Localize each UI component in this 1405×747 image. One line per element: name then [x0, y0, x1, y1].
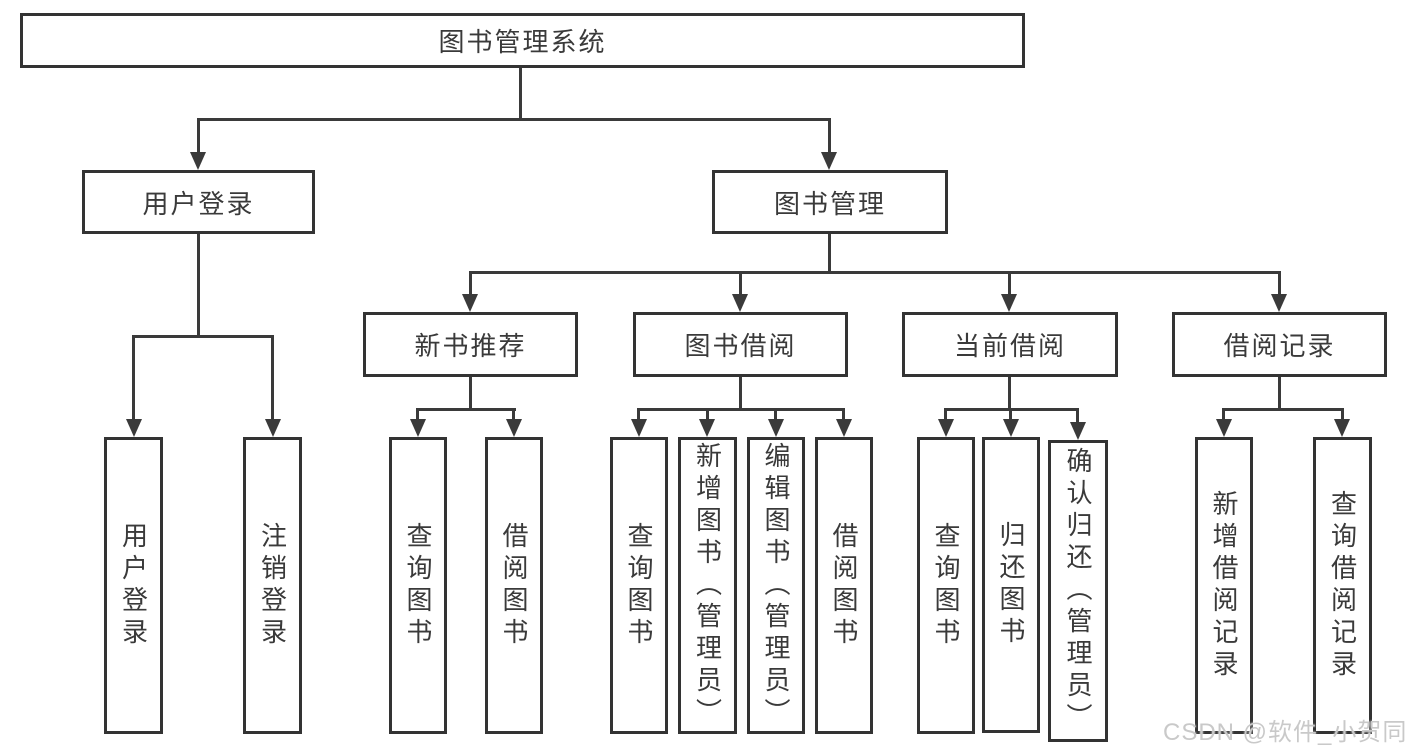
- connector-bookmgmt-stub: [828, 233, 831, 273]
- arrowhead-borrow: [732, 294, 748, 312]
- connector-leaf-add-drop: [706, 408, 709, 421]
- leaf-user-login-label: 用户登录: [118, 521, 149, 650]
- node-book-mgmt-branch: 图书管理: [712, 170, 948, 234]
- leaf-borrow-books-2-label: 借阅图书: [829, 521, 859, 650]
- arrowhead-leaf-edit: [768, 419, 784, 437]
- connector-root-stub: [519, 68, 522, 118]
- connector-borrow-rail: [637, 408, 845, 411]
- connector-leaf-return-drop: [1009, 408, 1012, 421]
- connector-level3-rail: [469, 271, 1281, 274]
- leaf-query-books-1: 查询图书: [389, 437, 447, 734]
- leaf-borrow-books-1-label: 借阅图书: [499, 521, 529, 650]
- leaf-borrow-books-1: 借阅图书: [485, 437, 543, 734]
- leaf-query-books-1-label: 查询图书: [403, 521, 433, 650]
- connector-leaf-b2-drop: [842, 408, 845, 421]
- node-new-book-rec-label: 新书推荐: [414, 331, 527, 361]
- leaf-logout: 注销登录: [243, 437, 302, 734]
- connector-current-drop: [1008, 271, 1011, 296]
- connector-borrow-stub: [739, 377, 742, 410]
- arrowhead-leaf-q1: [410, 419, 426, 437]
- leaf-query-borrow-record: 查询借阅记录: [1313, 437, 1372, 734]
- leaf-edit-book-admin-label: 编辑图书（管理员）: [761, 441, 791, 730]
- node-current-borrow-label: 当前借阅: [953, 331, 1066, 361]
- arrowhead-newrec: [462, 294, 478, 312]
- connector-leaf-logout-drop: [271, 335, 274, 420]
- connector-records-stub: [1278, 377, 1281, 410]
- connector-borrow-drop: [739, 271, 742, 296]
- node-user-login-branch: 用户登录: [82, 170, 315, 234]
- connector-newrec-stub: [469, 377, 472, 410]
- node-borrow-records-label: 借阅记录: [1223, 331, 1336, 361]
- leaf-logout-label: 注销登录: [257, 521, 288, 650]
- node-root: 图书管理系统: [20, 13, 1025, 68]
- connector-leaf-q3-drop: [944, 408, 947, 421]
- arrowhead-leaf-q2: [631, 419, 647, 437]
- leaf-query-books-2-label: 查询图书: [624, 521, 654, 650]
- arrowhead-leaf-addrec: [1216, 419, 1232, 437]
- arrowhead-records: [1271, 294, 1287, 312]
- connector-leaf-userlogin-drop: [132, 335, 135, 420]
- node-book-mgmt-branch-label: 图书管理: [773, 188, 886, 219]
- arrowhead-leaf-q3: [938, 419, 954, 437]
- node-borrow-records: 借阅记录: [1172, 312, 1387, 377]
- leaf-return-books-label: 归还图书: [996, 521, 1026, 649]
- node-user-login-branch-label: 用户登录: [142, 188, 255, 219]
- leaf-add-borrow-record-label: 新增借阅记录: [1209, 489, 1239, 682]
- arrowhead-leaf-b1: [506, 419, 522, 437]
- connector-leaf-confirm-drop: [1076, 408, 1079, 424]
- connector-level2-rail: [197, 118, 831, 121]
- arrowhead-leaf-b2: [836, 419, 852, 437]
- arrowhead-current: [1001, 294, 1017, 312]
- connector-bookmgmt-drop: [828, 118, 831, 154]
- leaf-query-books-3: 查询图书: [917, 437, 975, 734]
- leaf-query-borrow-record-label: 查询借阅记录: [1327, 489, 1358, 682]
- arrowhead-userlogin: [190, 152, 206, 170]
- connector-leaf-q1-drop: [416, 408, 419, 421]
- leaf-borrow-books-2: 借阅图书: [815, 437, 873, 734]
- connector-leaf-edit-drop: [774, 408, 777, 421]
- leaf-query-books-2: 查询图书: [610, 437, 668, 734]
- leaf-add-book-admin: 新增图书（管理员）: [678, 437, 737, 734]
- connector-newrec-rail: [416, 408, 516, 411]
- csdn-watermark: CSDN @软件_小贺同学: [1163, 719, 1405, 746]
- node-root-label: 图书管理系统: [438, 27, 607, 57]
- arrowhead-leaf-return: [1003, 419, 1019, 437]
- connector-userlogin-drop: [197, 118, 200, 154]
- arrowhead-leaf-logout: [265, 419, 281, 437]
- connector-current-stub: [1008, 377, 1011, 410]
- connector-leaf-qrec-drop: [1341, 408, 1344, 421]
- connector-newrec-drop: [469, 271, 472, 296]
- arrowhead-leaf-qrec: [1334, 419, 1350, 437]
- node-book-borrow: 图书借阅: [633, 312, 848, 377]
- leaf-edit-book-admin: 编辑图书（管理员）: [747, 437, 805, 734]
- leaf-user-login: 用户登录: [104, 437, 163, 734]
- node-book-borrow-label: 图书借阅: [684, 331, 797, 361]
- leaf-confirm-return-admin-label: 确认归还（管理员）: [1063, 447, 1093, 735]
- leaf-query-books-3-label: 查询图书: [931, 521, 961, 650]
- connector-leaf-q2-drop: [637, 408, 640, 421]
- leaf-return-books: 归还图书: [982, 437, 1040, 733]
- connector-leaf-addrec-drop: [1222, 408, 1225, 421]
- arrowhead-leaf-add: [699, 419, 715, 437]
- connector-leaf-b1-drop: [512, 408, 515, 421]
- leaf-add-borrow-record: 新增借阅记录: [1195, 437, 1253, 734]
- connector-userlogin-rail: [132, 335, 274, 338]
- node-new-book-rec: 新书推荐: [363, 312, 578, 377]
- connector-records-rail: [1222, 408, 1344, 411]
- connector-userlogin-stub: [197, 233, 200, 337]
- arrowhead-leaf-confirm: [1070, 422, 1086, 440]
- leaf-add-book-admin-label: 新增图书（管理员）: [692, 441, 723, 730]
- arrowhead-leaf-userlogin: [126, 419, 142, 437]
- arrowhead-bookmgmt: [821, 152, 837, 170]
- node-current-borrow: 当前借阅: [902, 312, 1118, 377]
- leaf-confirm-return-admin: 确认归还（管理员）: [1048, 440, 1108, 742]
- connector-records-drop: [1278, 271, 1281, 296]
